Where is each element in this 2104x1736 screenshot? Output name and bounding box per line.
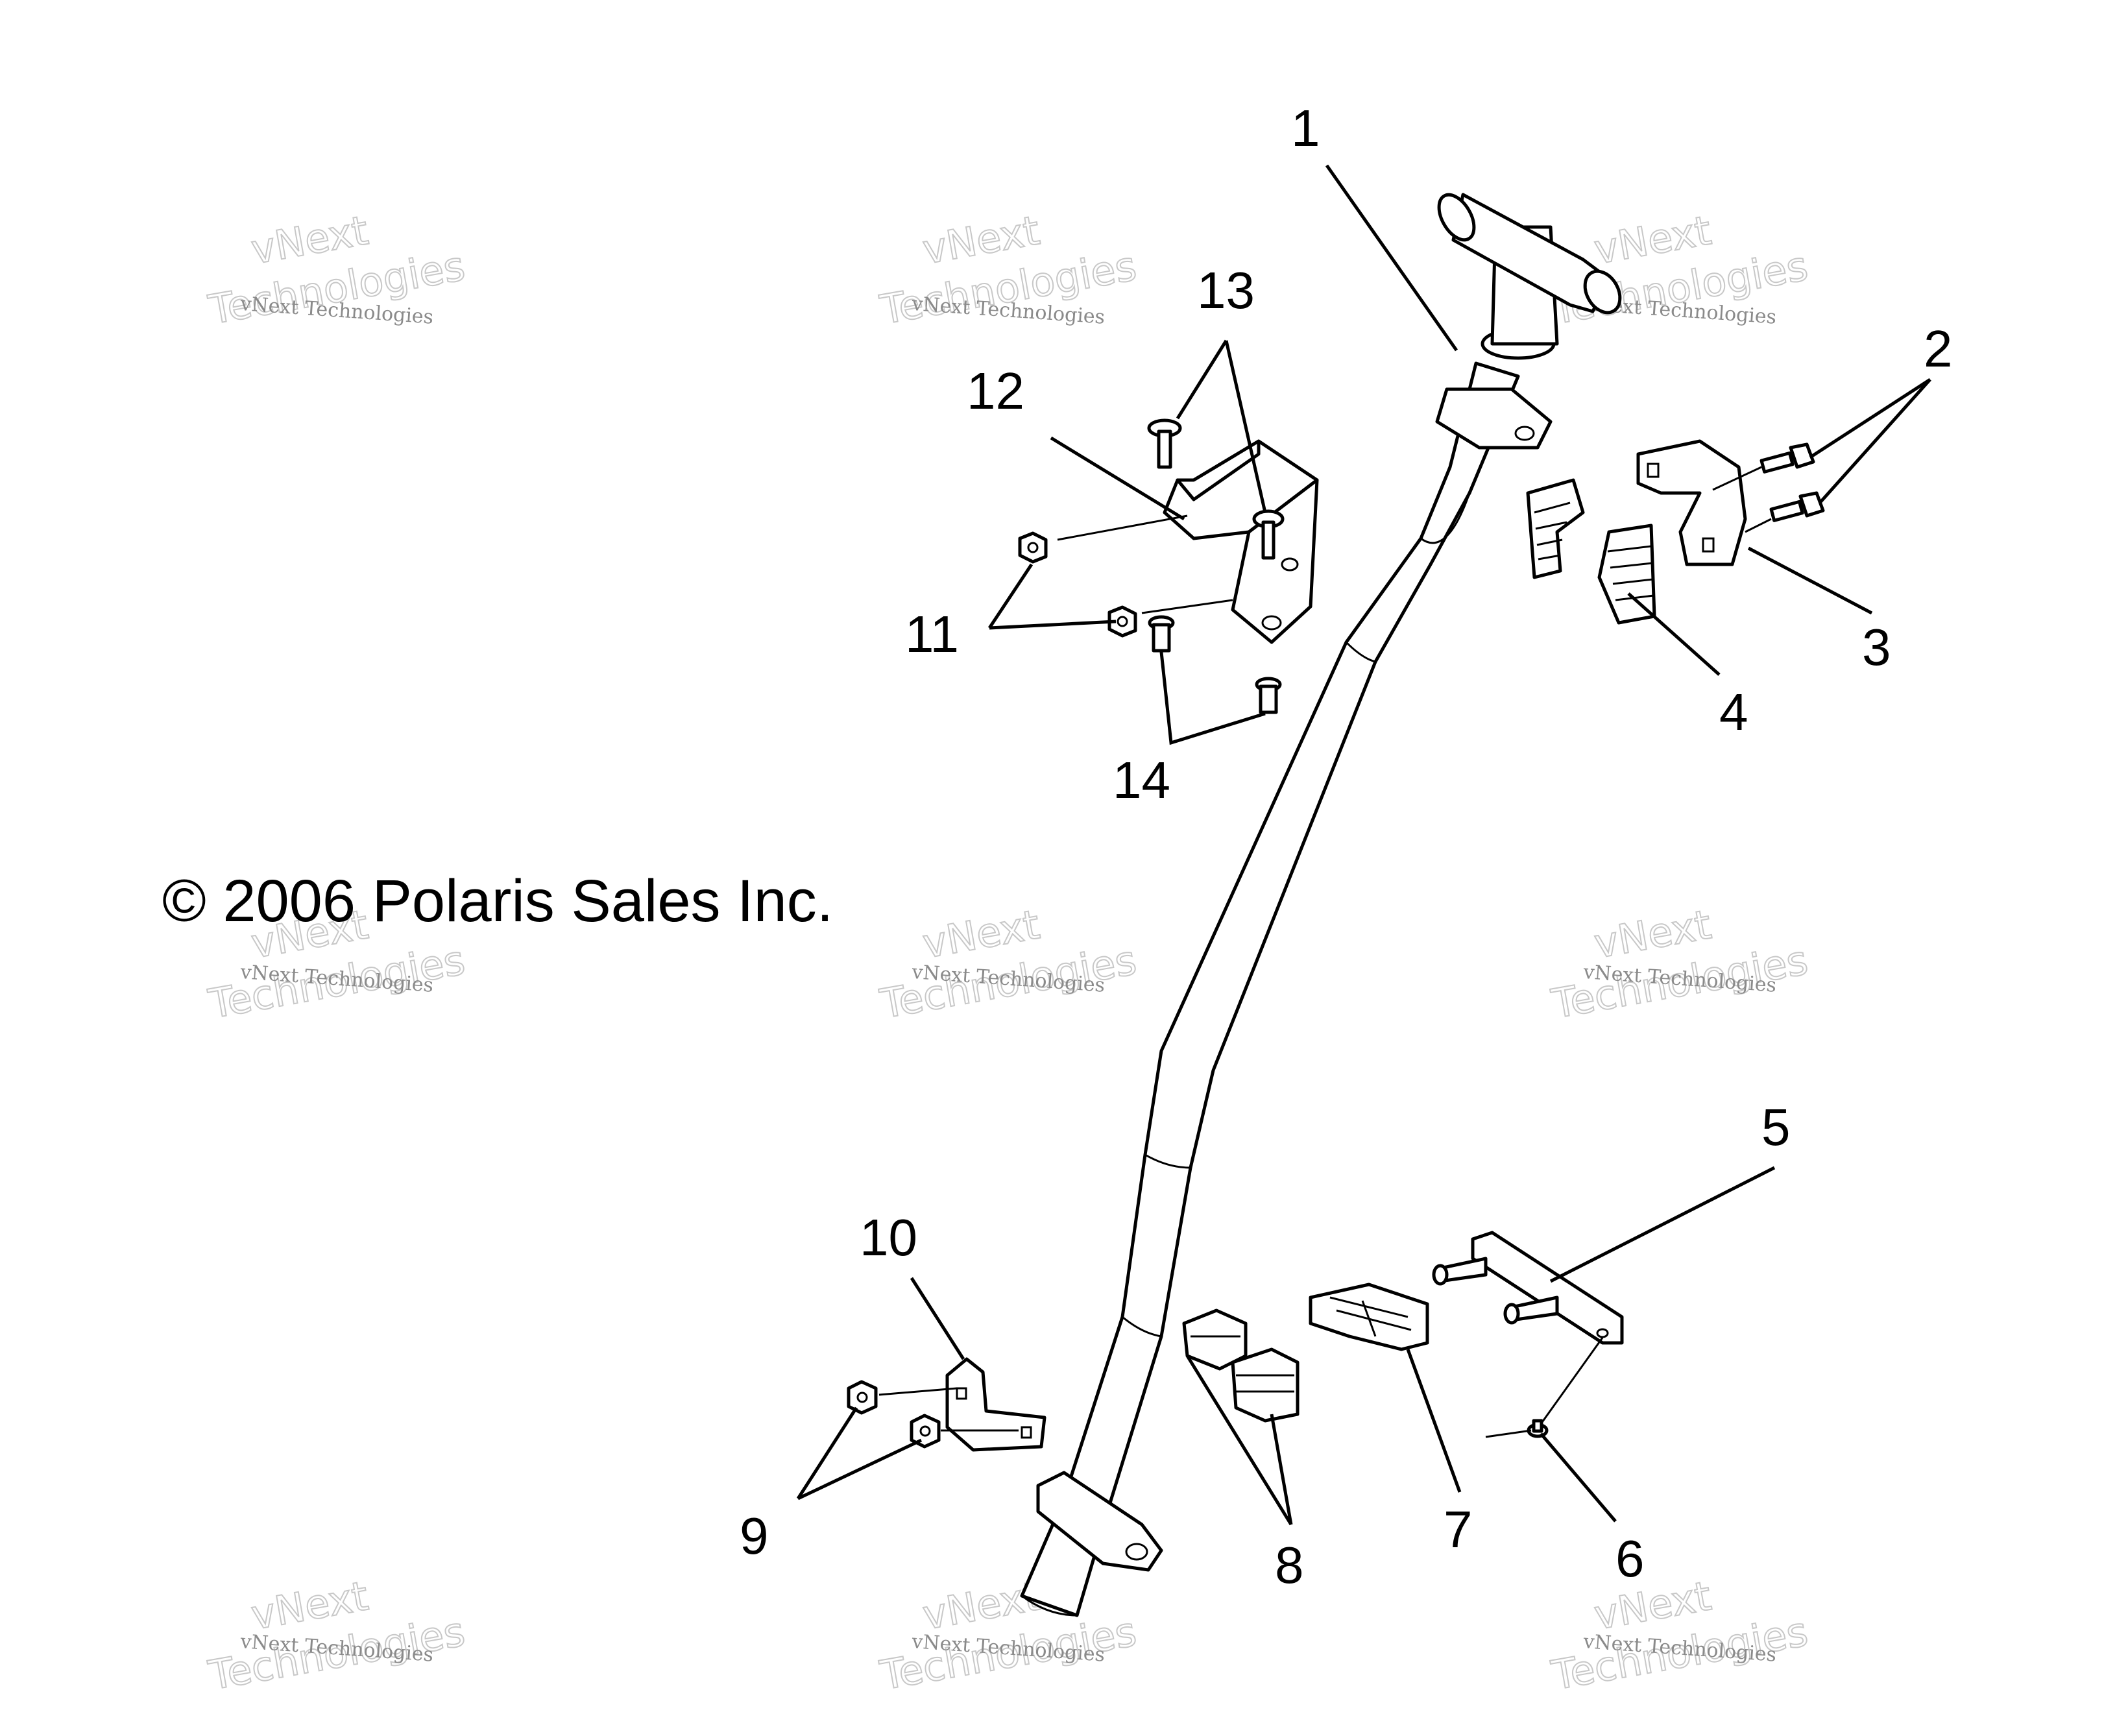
callout-8: 8 [1275, 1536, 1304, 1594]
assembly-line [1057, 514, 1188, 541]
callout-10: 10 [860, 1209, 917, 1266]
nut-11a [1018, 531, 1048, 564]
callout-7: 7 [1444, 1501, 1473, 1558]
callout-13: 13 [1197, 261, 1255, 319]
assembly-line [1712, 466, 1762, 491]
leader-11b [989, 620, 1117, 630]
leader-3 [1747, 546, 1873, 615]
bushing-4a [1526, 478, 1585, 579]
callout-2: 2 [1924, 320, 1953, 378]
leader-10 [910, 1277, 965, 1360]
bolt-2a [1759, 442, 1815, 474]
bolt-2b [1769, 491, 1825, 522]
leader-8a [1185, 1355, 1293, 1526]
leader-5 [1549, 1166, 1776, 1283]
leader-lines [796, 164, 1931, 1526]
callout-11: 11 [905, 605, 959, 663]
screw-6 [1527, 1419, 1549, 1438]
assembly-line [1745, 518, 1772, 533]
leader-6 [1540, 1432, 1617, 1523]
watermarks: vNext Technologies vNext Technologies vN… [204, 206, 1812, 1700]
assembly-line [1141, 599, 1233, 614]
callout-5: 5 [1761, 1098, 1791, 1156]
clip-7 [1309, 1283, 1429, 1351]
leader-2a [1809, 378, 1931, 459]
leader-2b [1819, 378, 1931, 504]
leader-8b [1270, 1414, 1293, 1525]
bushing-8b [1231, 1347, 1300, 1423]
screw-13a [1147, 418, 1182, 469]
nut-9b [910, 1414, 941, 1449]
clamp-10 [945, 1357, 1046, 1452]
leader-9a [796, 1406, 858, 1500]
callout-6: 6 [1615, 1530, 1645, 1587]
callout-4: 4 [1719, 683, 1748, 741]
assembly-line [1540, 1337, 1604, 1425]
upper-clamp [1636, 439, 1747, 566]
bushing-4b [1597, 524, 1656, 625]
leader-1 [1325, 164, 1458, 352]
leader-9b [797, 1438, 923, 1501]
callout-numbers: 1 2 3 4 5 6 7 8 9 10 11 12 13 14 [740, 99, 1953, 1594]
leader-13a [1176, 339, 1228, 420]
assembly-line [878, 1387, 958, 1396]
callout-12: 12 [967, 362, 1024, 420]
callout-9: 9 [740, 1507, 769, 1565]
copyright-notice: © 2006 Polaris Sales Inc. [162, 868, 833, 934]
leader-14 [1159, 651, 1266, 745]
mounting-bracket [1163, 439, 1319, 644]
rivet-nut-14b [1255, 677, 1282, 714]
steering-post-tube [1020, 193, 1622, 1617]
assembly-line [1485, 1429, 1532, 1438]
callout-14: 14 [1113, 751, 1170, 809]
leader-12 [1050, 436, 1185, 521]
leader-7 [1406, 1349, 1462, 1493]
screw-13b [1252, 509, 1285, 560]
callout-3: 3 [1862, 618, 1891, 676]
leader-11a [987, 563, 1034, 629]
leader-4 [1627, 592, 1721, 676]
plate-5 [1432, 1231, 1624, 1345]
rivet-nut-14a [1148, 615, 1175, 653]
nut-11b [1107, 605, 1137, 638]
callout-1: 1 [1291, 99, 1320, 157]
nut-9a [847, 1380, 878, 1415]
leader-13b [1224, 340, 1267, 513]
